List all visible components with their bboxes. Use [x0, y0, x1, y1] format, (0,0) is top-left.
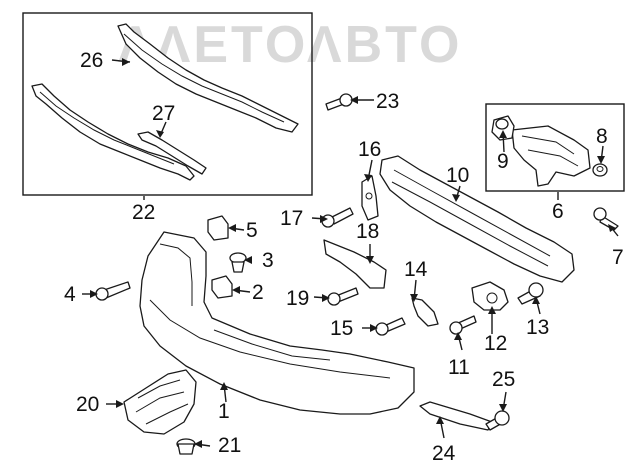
callout-6: 6: [552, 200, 564, 223]
callout-17: 17: [280, 207, 303, 230]
part-8-nut: [592, 163, 608, 177]
arrowheads: [90, 58, 616, 448]
callout-16: 16: [358, 138, 381, 161]
part-24-reflector: [419, 401, 493, 431]
part-20-shield: [123, 369, 197, 435]
part-2-retainer: [211, 275, 233, 299]
callout-1: 1: [218, 400, 230, 423]
part-22-lower-strip: [31, 83, 195, 181]
callout-19: 19: [286, 287, 309, 310]
callout-4: 4: [64, 283, 76, 306]
part-10-energy-absorber: [379, 155, 575, 283]
callout-5: 5: [246, 219, 258, 242]
bolt-4: [95, 281, 131, 301]
part-14-bracket: [411, 297, 439, 327]
bolt-17: [321, 207, 354, 228]
part-27-small-strip: [137, 131, 207, 175]
callout-26: 26: [80, 49, 103, 72]
callout-11: 11: [448, 356, 470, 379]
part-9-clip: [491, 115, 515, 141]
callout-3: 3: [262, 249, 274, 272]
callout-10: 10: [446, 164, 469, 187]
callout-8: 8: [596, 125, 608, 148]
part-6-bracket: [511, 125, 591, 187]
part-18-side-bracket: [323, 239, 387, 289]
part-12-bracket: [471, 281, 509, 311]
callout-9: 9: [497, 150, 509, 173]
bolt-7: [593, 207, 619, 231]
bolt-15: [375, 317, 406, 336]
part-26-upper-strip: [117, 23, 299, 133]
callout-21: 21: [218, 434, 241, 457]
bolt-13: [517, 282, 544, 305]
callout-7: 7: [612, 246, 624, 269]
group-box-22: [22, 12, 313, 196]
part-5-retainer: [207, 215, 229, 241]
part-21-grommet: [176, 438, 196, 455]
callout-18: 18: [356, 220, 379, 243]
callout-22: 22: [132, 201, 155, 224]
group-box-6: [485, 103, 625, 192]
part-16-bracket: [361, 175, 379, 221]
callout-14: 14: [404, 258, 428, 281]
callout-25: 25: [492, 368, 515, 391]
bolt-11: [449, 315, 477, 335]
part-1-bumper-cover: [139, 231, 415, 415]
callout-20: 20: [76, 393, 99, 416]
callout-12: 12: [484, 332, 507, 355]
bolt-23: [325, 93, 353, 111]
callout-13: 13: [526, 316, 549, 339]
callout-27: 27: [152, 102, 175, 125]
bolt-25: [485, 410, 510, 431]
callout-24: 24: [432, 442, 456, 465]
callout-15: 15: [330, 317, 353, 340]
bolt-19: [327, 287, 359, 306]
callout-labels: 26 27 22 23 16 10 9 8 6 7 17 18 5 3 2 4 …: [64, 49, 624, 465]
callout-23: 23: [376, 90, 399, 113]
callout-2: 2: [252, 281, 264, 304]
part-3-push-clip: [229, 252, 247, 273]
